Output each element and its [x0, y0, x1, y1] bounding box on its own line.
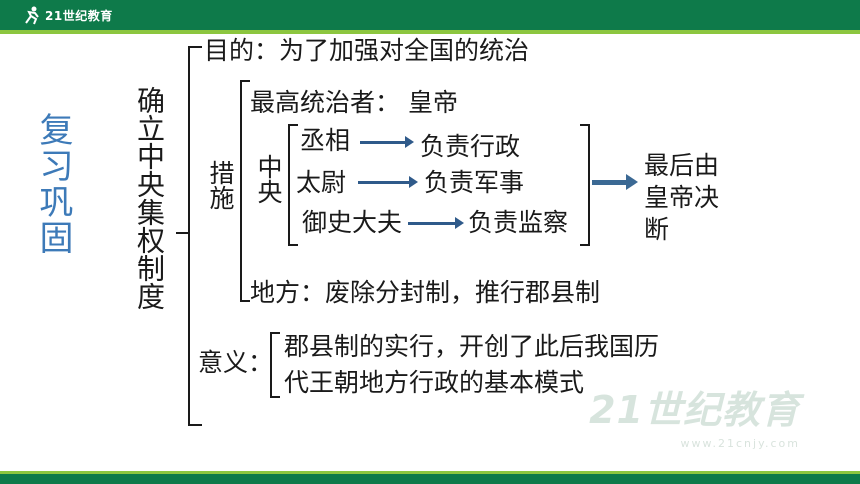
review-label: 复习巩固: [33, 112, 73, 256]
footer-accent: [0, 471, 860, 474]
local-text: 地方：废除分封制，推行郡县制: [250, 278, 601, 307]
logo: 21世纪教育: [22, 4, 113, 26]
arrow-icon: [358, 176, 418, 188]
significance-line2: 代王朝地方行政的基本模式: [284, 368, 585, 397]
arrow-icon: [592, 174, 638, 190]
measures-label: 措施: [206, 160, 235, 210]
main-bracket-tick: [176, 232, 188, 234]
main-title: 确立中央集权制度: [133, 86, 166, 310]
footer-bar: [0, 474, 860, 484]
final-decision: 最后由皇帝决断: [644, 150, 734, 246]
significance-label: 意义：: [198, 348, 274, 377]
significance-line1: 郡县制的实行，开创了此后我国历: [284, 332, 660, 361]
central-label: 中央: [254, 154, 283, 204]
top-ruler-text: 最高统治者： 皇帝: [250, 88, 458, 117]
official-name: 丞相: [300, 126, 351, 155]
main-bracket: [188, 46, 202, 426]
arrow-icon: [360, 136, 414, 148]
central-right-bracket: [580, 124, 590, 246]
runner-logo-icon: [25, 6, 39, 25]
watermark-brand: 21世纪教育: [589, 388, 800, 432]
official-duty: 负责行政: [420, 132, 521, 161]
official-duty: 负责监察: [468, 208, 569, 237]
header-accent: [0, 30, 860, 34]
logo-text: 21世纪教育: [45, 8, 113, 23]
measures-bracket: [240, 80, 250, 302]
official-name: 御史大夫: [302, 208, 403, 237]
arrow-icon: [408, 217, 464, 229]
official-name: 太尉: [296, 168, 347, 197]
watermark-url: www.21cnjy.com: [680, 437, 800, 450]
header-bar: 21世纪教育: [0, 0, 860, 30]
central-bracket: [288, 124, 298, 246]
purpose-text: 目的：为了加强对全国的统治: [204, 36, 530, 65]
final-decision-text: 最后由皇帝决断: [644, 151, 720, 244]
significance-bracket: [270, 332, 280, 398]
official-duty: 负责军事: [424, 168, 525, 197]
